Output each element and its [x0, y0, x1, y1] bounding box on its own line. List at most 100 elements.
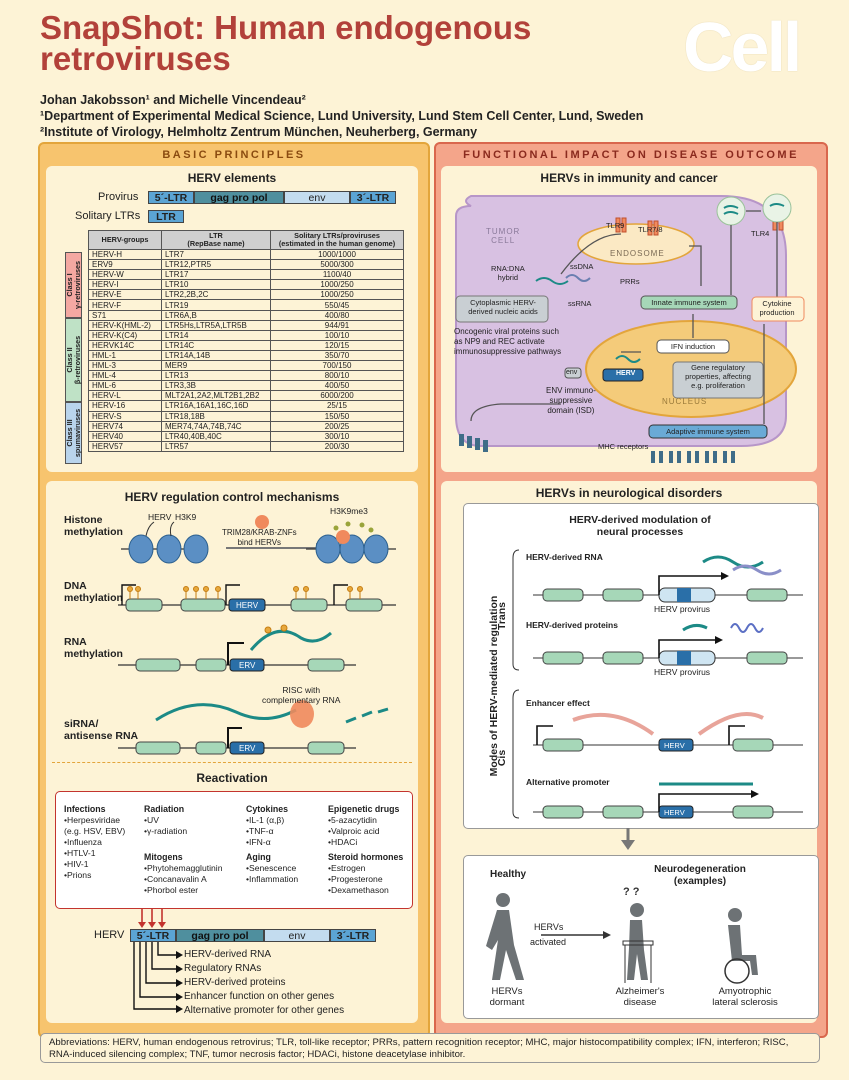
svg-text:? ?: ? ? — [623, 886, 640, 898]
hervs-activated-label-2: activated — [530, 937, 567, 947]
abbreviations-box: Abbreviations: HERV, human endogenous re… — [40, 1033, 820, 1063]
herv-dna-box-label: HERV — [236, 601, 259, 610]
hervs-dormant-label: HERVs dormant — [489, 986, 525, 1008]
count-cell: 1000/250 — [270, 279, 404, 291]
herv-group-cell: HERV-L — [88, 390, 162, 402]
h3k9-label: H3K9 — [175, 512, 197, 522]
ltr-cell: LTR10 — [161, 279, 271, 291]
gag-pro-pol-segment: gag pro pol — [194, 191, 284, 204]
ltr-cell: LTR57 — [161, 440, 271, 452]
herv-groups-table: HERV-groups LTR (RepBase name) Solitary … — [88, 230, 404, 452]
reactivation-title: Reactivation — [196, 771, 268, 785]
infections-group: Infections •Herpesviridae(e.g. HSV, EBV)… — [64, 804, 126, 880]
herv-group-cell: HERV40 — [88, 430, 162, 442]
react-ltr5-segment: 5´-LTR — [130, 929, 176, 942]
herv-histone-label: HERV — [148, 512, 172, 522]
count-cell: 1100/40 — [270, 269, 404, 281]
ltr-cell: MER9 — [161, 360, 271, 372]
herv-group-cell: HERV-W — [88, 269, 162, 281]
ltr-cell: LTR3,3B — [161, 380, 271, 392]
cytokine-production-box: Cytokine production — [759, 299, 795, 317]
endosome-label: ENDOSOME — [610, 249, 665, 258]
herv-group-cell: HML-1 — [88, 349, 162, 362]
sirna-label: siRNA/ antisense RNA — [64, 718, 139, 742]
authors: Johan Jakobsson¹ and Michelle Vincendeau… — [40, 93, 306, 107]
rna-dna-hybrid-label: RNA:DNA hybrid — [491, 264, 525, 282]
tlr9-label: TLR9 — [606, 221, 625, 230]
histone-label: Histone methylation — [64, 514, 123, 538]
ltr-cell: LTR18,18B — [161, 410, 271, 422]
neurodegeneration-label: Neurodegeneration (examples) — [654, 864, 746, 887]
tlr4-label: TLR4 — [751, 229, 770, 238]
class-1-label: Class I γ-retroviruses — [65, 252, 82, 318]
radiation-group: Radiation •UV•γ-radiation — [144, 804, 188, 836]
react-ltr3-segment: 3´-LTR — [330, 929, 376, 942]
ifn-induction-box: IFN induction — [670, 342, 716, 351]
herv-enhancer-box: HERV — [664, 741, 685, 750]
modulation-title: HERV-derived modulation of neural proces… — [569, 514, 711, 538]
ltr-cell: LTR13 — [161, 370, 271, 382]
neuro-title: HERVs in neurological disorders — [535, 486, 723, 500]
ltr-cell: LTR7 — [161, 248, 271, 261]
nucleus-label: NUCLEUS — [662, 397, 708, 406]
h3k9me3-label: H3K9me3 — [330, 506, 368, 516]
class-3-label: Class III spumaviruses — [65, 402, 82, 464]
regulation-title: HERV regulation control mechanisms — [124, 490, 340, 504]
herv-group-cell: HERV-H — [88, 248, 162, 261]
healthy-label: Healthy — [490, 869, 527, 880]
cell-logo: Cell — [683, 8, 802, 86]
herv-group-cell: HERV-S — [88, 410, 162, 422]
ltr5-segment: 5´-LTR — [148, 191, 194, 204]
tlr78-label: TLR7/8 — [638, 225, 663, 234]
affiliation-1: ¹Department of Experimental Medical Scie… — [40, 109, 644, 123]
innate-immune-box: Innate immune system — [651, 298, 727, 307]
count-cell: 1000/1000 — [270, 248, 404, 261]
oncogenic-proteins-text: Oncogenic viral proteins such as NP9 and… — [454, 327, 562, 356]
provirus-label: Provirus — [98, 191, 139, 203]
risc-label: RISC with complementary RNA — [262, 685, 341, 705]
erv-sirna-box-label: ERV — [239, 744, 256, 753]
ltr-cell: MLT2A1,2A2,MLT2B1,2B2 — [161, 390, 271, 402]
ltr-cell: LTR40,40B,40C — [161, 430, 271, 442]
ssrna-label: ssRNA — [568, 299, 592, 308]
alternative-promoter-label: Alternative promoter — [526, 777, 610, 787]
count-cell: 400/80 — [270, 309, 404, 321]
table-header-groups: HERV-groups — [88, 230, 162, 250]
aging-group: Aging •Senescence•Inflammation — [246, 852, 299, 884]
rna-label: RNA methylation — [64, 636, 123, 660]
count-cell: 5000/300 — [270, 259, 404, 271]
immunity-diagram — [455, 193, 805, 463]
count-cell: 150/50 — [270, 410, 404, 422]
outcome-regulatory-rnas: Regulatory RNAs — [184, 963, 262, 974]
modulation-box — [463, 503, 819, 829]
herv-alt-box: HERV — [664, 808, 685, 817]
ltr-cell: LTR14 — [161, 329, 271, 341]
count-cell: 25/15 — [270, 400, 404, 412]
hervs-activated-label-1: HERVs — [534, 922, 564, 932]
react-env-segment: env — [264, 929, 330, 942]
neurodegeneration-figures: ? ? — [486, 886, 758, 984]
outcome-herv-rna: HERV-derived RNA — [184, 949, 272, 960]
reactivation-factors-box — [55, 791, 413, 909]
herv-group-cell: HERV-16 — [88, 400, 162, 412]
enhancer-effect-label: Enhancer effect — [526, 698, 590, 708]
herv-groups-table-wrap: HERV-groups LTR (RepBase name) Solitary … — [88, 230, 404, 452]
count-cell: 550/45 — [270, 299, 404, 311]
count-cell: 944/91 — [270, 319, 404, 331]
herv-group-cell: HERV-I — [88, 279, 162, 291]
count-cell: 350/70 — [270, 349, 404, 362]
als-label: Amyotrophic lateral sclerosis — [712, 986, 778, 1008]
herv-group-cell: HERV-E — [88, 289, 162, 301]
reactivation-divider — [52, 762, 412, 763]
table-header-counts: Solitary LTRs/proviruses (estimated in t… — [270, 230, 404, 250]
